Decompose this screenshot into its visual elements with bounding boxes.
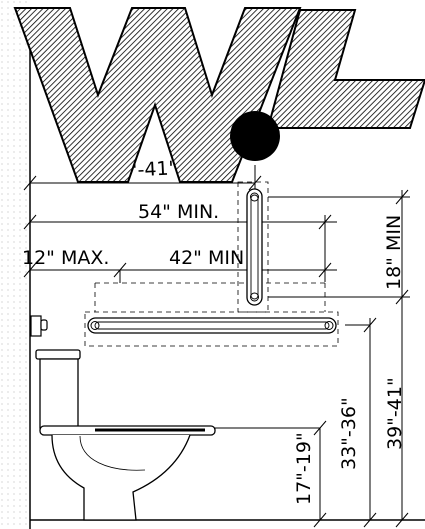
dim-bar-height-label: 33"-36"	[338, 397, 360, 470]
dim-min-grab-length-label: 42" MIN	[169, 247, 244, 269]
dashed-extents	[84, 181, 339, 347]
toilet-paper-dispenser	[30, 315, 48, 337]
watermark-logo	[13, 7, 425, 183]
toilet	[35, 349, 216, 521]
watermark-dot	[230, 111, 280, 161]
horizontal-grab-bar	[87, 317, 337, 334]
dim-seat-height-label: 17"-19"	[293, 432, 315, 505]
dim-horizontal-bar-length-label: 54" MIN.	[138, 201, 219, 223]
dim-bar-end-from-wall-label: 12" MAX.	[22, 247, 109, 269]
vertical-grab-bar	[246, 188, 263, 306]
dim-vertical-bar-bottom-height-label: 39"-41"	[384, 377, 406, 450]
dim-vertical-bar-length-label: 18" MIN	[383, 215, 405, 290]
dimension-lines	[23, 165, 410, 528]
wall-section	[0, 0, 30, 529]
